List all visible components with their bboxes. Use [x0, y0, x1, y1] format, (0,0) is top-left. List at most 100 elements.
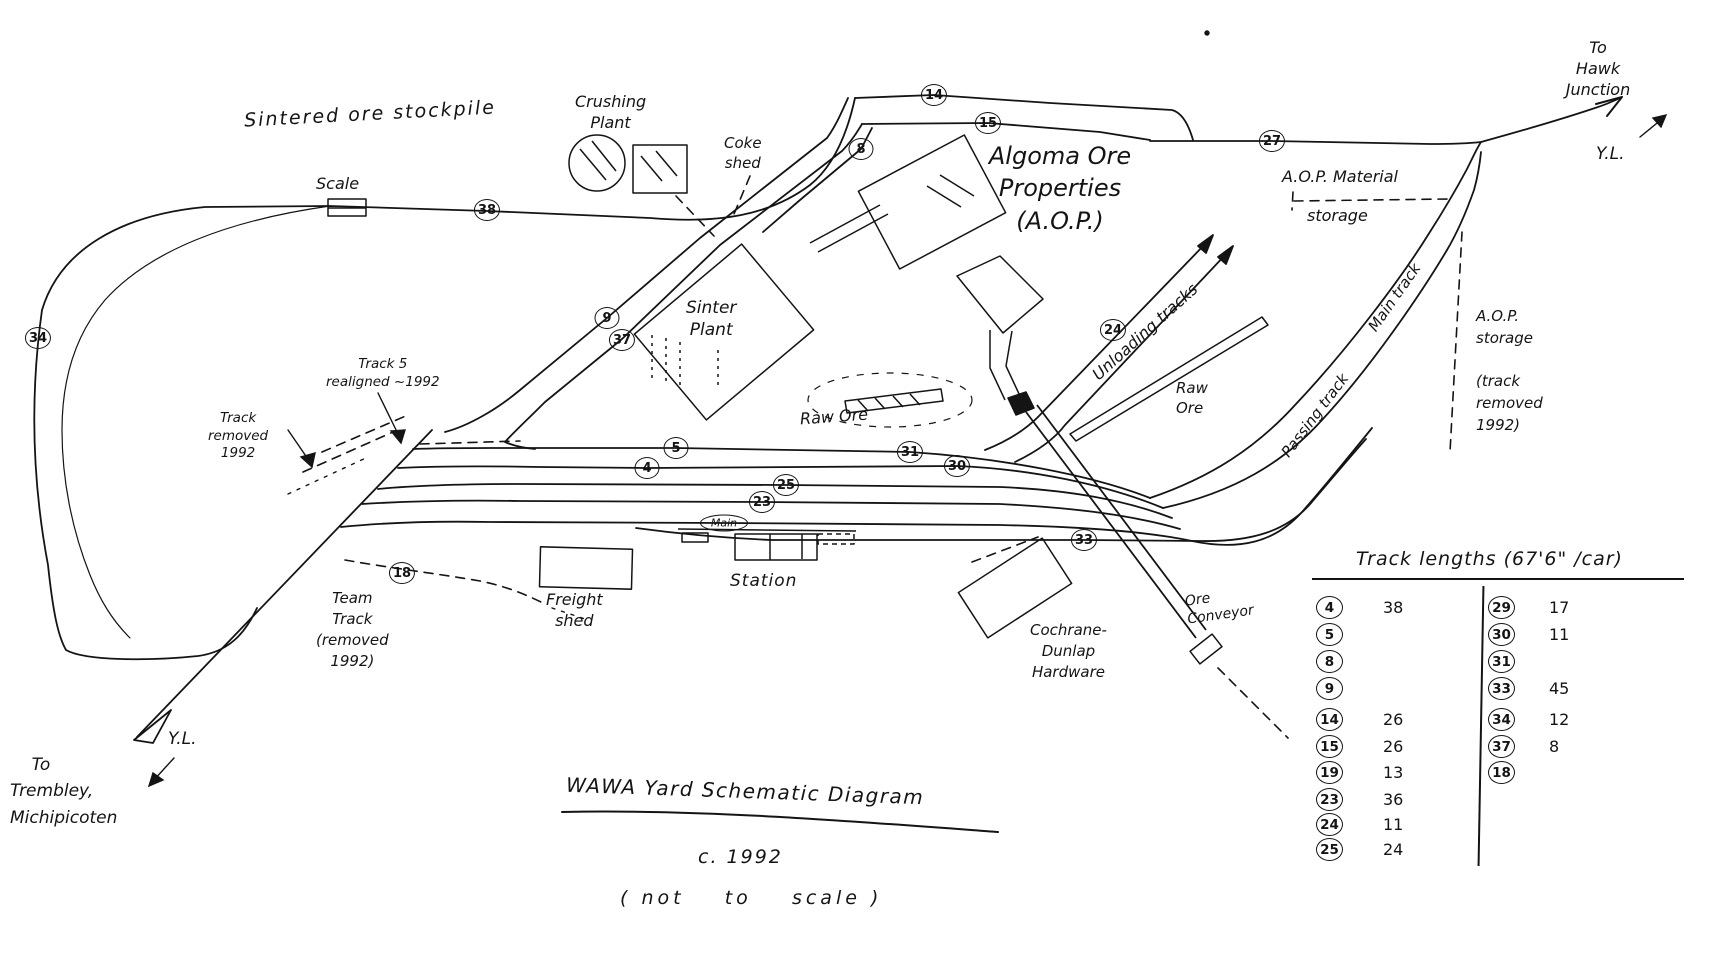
station-annex-dashed [817, 533, 855, 545]
conveyor-dashed-extension [1217, 667, 1289, 739]
raw-ore-bin-center [844, 388, 944, 414]
marker-track-4: 4 [634, 457, 660, 479]
yard-lead-diagonal-1 [444, 97, 849, 433]
table-row: 9 [1316, 677, 1413, 700]
label-crushing-plant: Crushing Plant [575, 92, 647, 132]
unloading-arrowhead-2 [1217, 245, 1234, 265]
removed-track-fan-1 [321, 414, 409, 453]
coke-shed-pointer [733, 175, 751, 215]
ore-funnel [956, 255, 1044, 334]
cochrane-building [957, 537, 1073, 639]
marker-main-track: Main [700, 514, 748, 532]
label-yl-top: Y.L. [1596, 144, 1625, 164]
crushing-square-hatching [640, 150, 678, 182]
removed-track-fan-2 [302, 431, 394, 473]
raw-ore-dashed-outline [807, 372, 973, 428]
marker-track-5: 5 [663, 437, 689, 459]
raw-ore-bin-right [1069, 316, 1269, 442]
funnel-chute [989, 330, 1021, 401]
marker-track-33: 33 [1070, 529, 1098, 551]
station-platform [677, 528, 857, 532]
table-row: 18 [1488, 761, 1579, 784]
label-to-trembley: To Trembley, Michipicoten [10, 755, 118, 828]
main-line-east [1149, 96, 1623, 145]
track-14-line [854, 94, 1194, 141]
passing-track-diagonal [1162, 151, 1482, 509]
crushing-plant-circle [568, 134, 626, 192]
label-raw-ore-right: Raw Ore [1176, 379, 1208, 417]
station-inner-walls [769, 534, 803, 560]
unloading-track-1 [984, 241, 1208, 451]
aop-material-storage-line [1291, 191, 1449, 211]
unloading-arrowhead-1 [1197, 234, 1214, 254]
label-station: Station [730, 571, 798, 591]
track-15-line [861, 122, 1151, 141]
label-track-removed: Track removed 1992 [208, 410, 269, 462]
marker-track-37: 37 [608, 329, 636, 351]
crushing-plant-pointer [675, 195, 715, 237]
crushing-circle-hatching [579, 140, 617, 181]
marker-track-25: 25 [772, 474, 800, 496]
stray-mark [1204, 30, 1210, 36]
yard-track-25 [377, 483, 1173, 519]
marker-track-34: 34 [24, 327, 52, 349]
marker-track-14: 14 [920, 84, 948, 106]
main-track-diagonal [1149, 141, 1482, 499]
loop-inner-track [61, 205, 331, 639]
removed-track-fan-3 [287, 456, 369, 495]
marker-track-24: 24 [1099, 319, 1127, 341]
track-lengths-title: Track lengths (67'6" /car) [1312, 546, 1684, 580]
label-aop-material: A.O.P. Material [1282, 167, 1398, 186]
marker-track-30: 30 [943, 455, 971, 477]
marker-track-23: 23 [748, 491, 776, 513]
label-aop-storage-removed: A.O.P. storage (track removed 1992) [1476, 307, 1543, 434]
label-freight-shed: Freight shed [546, 590, 603, 630]
ore-shed-hatching [926, 174, 975, 208]
diagram-not-to-scale: ( not to scale ) [620, 887, 883, 909]
label-yl-bottom: Y.L. [168, 729, 197, 749]
label-track5-realigned: Track 5 realigned ~1992 [326, 356, 440, 390]
marker-track-18: 18 [388, 562, 416, 584]
diagram-circa: c. 1992 [698, 846, 783, 868]
conveyor-end-box [1189, 633, 1223, 665]
yard-track-5 [412, 447, 1151, 499]
label-to-hawk-junction: To Hawk Junction [1565, 38, 1631, 99]
aop-storage-removed-line [1449, 231, 1463, 453]
table-row: 31 [1488, 650, 1579, 673]
marker-track-8: 8 [848, 138, 874, 160]
plant-connector-tracks [809, 204, 889, 253]
yard-track-23 [361, 499, 1181, 530]
lead-track-southwest [136, 429, 433, 738]
label-scale: Scale [316, 174, 360, 193]
southwest-arrowhead [133, 709, 172, 744]
raw-ore-center-hatching [857, 393, 921, 412]
marker-track-9: 9 [594, 307, 620, 329]
marker-track-31: 31 [896, 441, 924, 463]
main-line-west-loop [33, 97, 856, 661]
team-track-removed [344, 559, 546, 605]
cochrane-dashed-edge [971, 536, 1039, 563]
track5-old-alignment [419, 440, 521, 445]
label-coke-shed: Coke shed [724, 134, 762, 172]
title-underline [561, 810, 999, 833]
station-building [734, 533, 818, 561]
funnel-hopper [1007, 391, 1035, 416]
marker-track-15: 15 [974, 112, 1002, 134]
label-sinter-plant: Sinter Plant [686, 298, 737, 341]
label-aop-material-storage: storage [1307, 206, 1368, 225]
label-cochrane-dunlap: Cochrane- Dunlap Hardware [1030, 621, 1107, 681]
sinter-plant-building [633, 243, 815, 421]
table-row: 8 [1316, 650, 1413, 673]
